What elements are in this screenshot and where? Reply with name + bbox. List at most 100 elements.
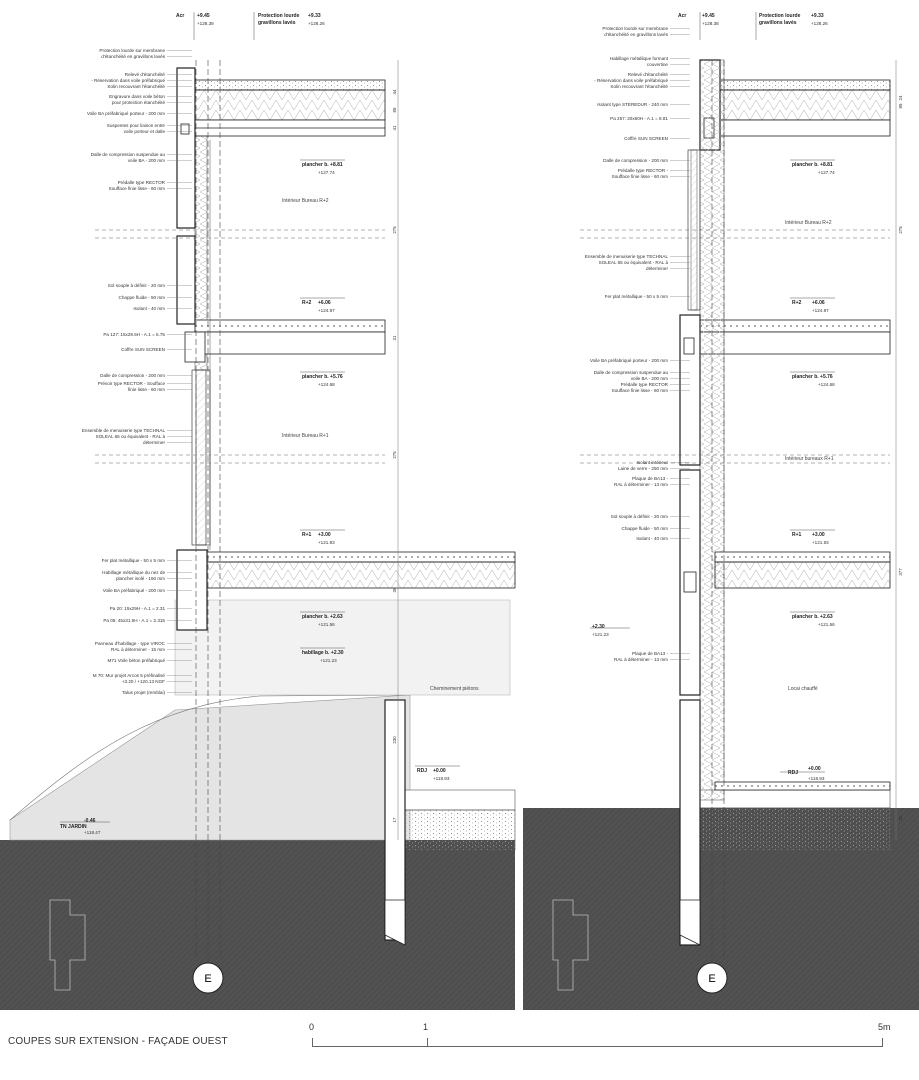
annotation-label: Protection lourde sur membrane [99,48,165,53]
scale-label-one: 1 [423,1022,429,1032]
left-section [176,67,516,946]
svg-text:Intérieur Bureau R+1: Intérieur Bureau R+1 [282,433,329,439]
annotation-label: Dalle de compression - 200 mm [100,373,165,378]
annotation-label: M 70: Mur projet Arcos 5 préfinalisé [93,673,166,678]
right-top-markers: Acr +9.45 +128.38 Protection lourde grav… [678,12,828,40]
dimension-label: 38 [392,587,397,592]
annotation-label: voile porteur et dalle [124,129,166,134]
annotation-label: Sol souple à définir - 20 mm [108,283,165,288]
svg-text:+128.38: +128.38 [702,21,719,26]
svg-text:plancher b. +5.76: plancher b. +5.76 [302,374,343,380]
svg-text:+2.30: +2.30 [592,624,605,630]
annotation-label: Voile BA préfabriqué - 200 mm [103,588,165,593]
svg-text:+124.97: +124.97 [318,308,335,313]
svg-text:+9.33: +9.33 [308,13,321,19]
svg-text:R+1: R+1 [302,532,312,538]
svg-text:R+2: R+2 [792,300,802,306]
svg-text:RDJ: RDJ [788,770,798,776]
svg-text:E: E [708,973,715,985]
svg-text:plancher b. +8.81: plancher b. +8.81 [792,162,833,168]
svg-text:Intérieur Bureau R+2: Intérieur Bureau R+2 [282,198,329,204]
svg-text:Protection lourde: Protection lourde [258,13,300,19]
annotation-label: Prédalle type RECTOR [621,382,669,387]
annotation-label: Dalle de compression suspendue au [91,152,166,157]
left-annotations: Protection lourde sur membraned'étanchéi… [82,48,192,695]
annotation-label: RAL à déterminer - 15 mm [111,647,165,652]
svg-text:+0.00: +0.00 [433,768,446,774]
svg-text:plancher b. +2.63: plancher b. +2.63 [302,614,343,620]
annotation-label: RAL à déterminer - 13 mm [614,482,668,487]
annotation-label: - Réservation dans voile préfabriqué [594,78,668,83]
svg-text:+3.00: +3.00 [318,532,331,538]
svg-text:R+1: R+1 [792,532,802,538]
svg-text:+127.74: +127.74 [318,170,335,175]
annotation-label: Dalle de compression - 200 mm [603,158,668,163]
svg-text:+6.06: +6.06 [318,300,331,306]
svg-text:+121.56: +121.56 [818,622,835,627]
annotation-label: Solin recouvrant l'étanchéité [610,84,668,89]
annotation-label: Isolant - 40 mm [636,536,668,541]
annotation-label: Protection lourde sur membrane [602,26,668,31]
right-axis [711,60,725,965]
annotation-label: Isolant - 40 mm [133,306,165,311]
annotation-label: couvertine [647,62,669,67]
annotation-label: pour protection étanchéité [112,100,166,105]
annotation-label: Ensemble de menuiserie type TECHNAL [82,428,166,433]
svg-text:+9.33: +9.33 [811,13,824,19]
annotation-label: Soufface finie lisse - 60 mm [612,388,669,393]
scale-label-zero: 0 [309,1022,315,1032]
svg-text:+118.93: +118.93 [433,776,450,781]
annotation-label: Relevé d'étanchéité [125,72,166,77]
ground-right [523,789,919,1010]
axis-bubble-left: E [192,962,224,994]
annotation-label: RAL à déterminer - 13 mm [614,657,668,662]
annotation-label: Pa 257: 20x60H - A.1 = 8.81 [610,116,668,121]
annotation-label: déterminer [646,266,668,271]
right-levels: plancher b. +8.81 +127.74 R+2 +6.06 +124… [590,159,835,781]
svg-text:-0.46: -0.46 [84,818,96,824]
annotation-label: SOLEAL 65 ou équivalent - RAL à [96,434,166,439]
right-storey-lines [580,229,890,464]
key-plan-left [49,899,86,991]
scale-bar-remaining [426,1038,883,1047]
annotation-label: Pa 20: 15x29H - A.1 = 2.31 [110,606,166,611]
svg-text:+6.06: +6.06 [812,300,825,306]
annotation-label: Plaque de BA13 - [632,476,668,481]
svg-text:Intérieur Bureau R+2: Intérieur Bureau R+2 [785,220,832,226]
annotation-label: Sol souple à définir - 20 mm [611,514,668,519]
annotation-label: Ensemble de menuiserie type TECHNAL [585,254,669,259]
annotation-label: Pa 05: 45x31.5H - A.1 = 2.315 [103,618,165,623]
left-storey-lines [95,229,385,464]
dimension-label: 275 [898,226,903,234]
left-levels: plancher b. +8.81 +127.74 R+2 +6.06 +124… [60,159,460,835]
right-annotations: Protection lourde sur membraned'étanchéi… [585,26,690,662]
svg-text:plancher b. +5.76: plancher b. +5.76 [792,374,833,380]
annotation-label: d'étanchéité en gravillons lavés [604,32,668,37]
dimension-label: 377 [898,568,903,576]
svg-text:TN JARDIN: TN JARDIN [60,824,87,830]
svg-text:+121.56: +121.56 [318,622,335,627]
dimension-label: 17 [392,817,397,822]
svg-text:Cheminement piétons: Cheminement piétons [430,686,479,692]
annotation-label: voile BA - 200 mm [128,158,165,163]
annotation-label: Talus projet (remblai) [122,690,165,695]
svg-text:gravillons lavés: gravillons lavés [258,20,296,26]
svg-text:+0.00: +0.00 [808,766,821,772]
svg-text:+121.23: +121.23 [320,658,337,663]
dimension-label: 24 [898,95,903,100]
svg-text:+127.74: +127.74 [818,170,835,175]
annotation-label: +3.20 / +120.13 NGF [122,679,165,684]
annotation-label: Suspentes pour liaison entre [107,123,166,128]
svg-text:+124.68: +124.68 [818,382,835,387]
annotation-label: Chappe fluide - 50 mm [119,295,166,300]
annotation-label: plancher isolé - 150 mm [116,576,165,581]
annotation-label: Voile BA préfabriqué porteur - 200 mm [87,111,165,116]
dimension-label: 31 [392,335,397,340]
svg-text:RDJ: RDJ [417,768,427,774]
dimension-label: 85 [898,103,903,108]
dimension-label: 44 [392,89,397,94]
svg-text:+128.26: +128.26 [308,21,325,26]
annotation-label: Pa 127: 15x29.5H - A.1 = 5.75 [103,332,165,337]
